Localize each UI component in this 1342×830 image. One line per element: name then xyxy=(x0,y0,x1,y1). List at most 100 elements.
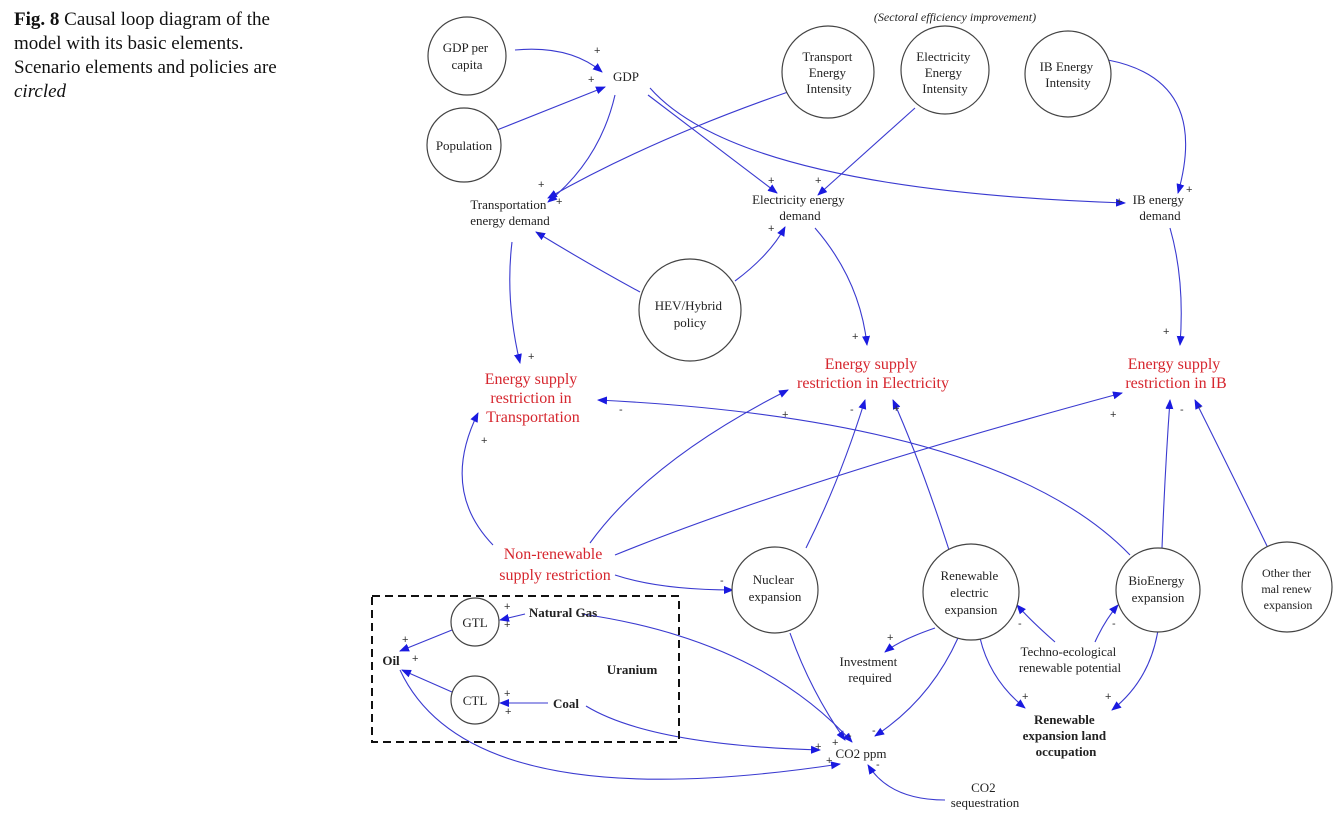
node-circle-population xyxy=(426,107,502,183)
polarity-sign: + xyxy=(1186,184,1192,196)
node-circle-ctl xyxy=(450,675,500,725)
polarity-sign: + xyxy=(1105,691,1111,703)
link-pop-gdp xyxy=(496,86,606,131)
restriction-ib-label: Energy supply restriction in IB xyxy=(1125,356,1226,392)
nuclear-label: Nuclear expansion xyxy=(749,572,802,604)
polarity-sign: + xyxy=(768,223,774,235)
link-ei-electricity xyxy=(817,107,916,196)
header-note: (Sectoral efficiency improvement) xyxy=(874,10,1036,24)
link-gtl-oil xyxy=(399,629,453,652)
ctl-label: CTL xyxy=(463,693,488,708)
polarity-sign: + xyxy=(852,331,858,343)
polarity-sign: + xyxy=(1022,691,1028,703)
polarity-sign: + xyxy=(815,175,821,187)
polarity-sign: - xyxy=(1198,401,1202,413)
polarity-sign: + xyxy=(504,688,510,700)
restriction-transport-label: Energy supply restriction in Transportat… xyxy=(485,371,582,426)
ib-intensity-label: IB Energy Intensity xyxy=(1040,59,1097,90)
population-label: Population xyxy=(436,138,493,153)
link-gdppc-gdp xyxy=(514,48,603,73)
polarity-sign: + xyxy=(505,706,511,718)
polarity-sign: + xyxy=(1163,326,1169,338)
caption-text: Causal loop diagram of the model with it… xyxy=(14,9,277,78)
node-circle-transport-intensity xyxy=(781,25,875,119)
polarity-sign: + xyxy=(815,741,821,753)
link-renew-co2 xyxy=(874,637,959,737)
polarity-sign: - xyxy=(872,725,876,737)
link-ctl-oil xyxy=(401,669,453,693)
link-gdp-transport xyxy=(547,94,616,203)
polarity-sign: + xyxy=(887,632,893,644)
link-renew-restr-e xyxy=(892,399,951,554)
polarity-sign: - xyxy=(850,404,854,416)
polarity-sign: - xyxy=(1018,618,1022,630)
node-circle-ib-intensity xyxy=(1024,30,1112,118)
link-nuclear-restr-e xyxy=(805,399,867,549)
co2-ppm-label: CO2 ppm xyxy=(836,746,887,761)
link-nuclear-co2 xyxy=(789,632,846,741)
ib-demand-label: IB energy demand xyxy=(1133,192,1188,223)
node-circle-renewable-electric xyxy=(922,543,1020,641)
polarity-sign: + xyxy=(768,175,774,187)
node-circle-electricity-intensity xyxy=(900,25,990,115)
link-seq-co2 xyxy=(867,764,946,801)
figure-label: Fig. 8 xyxy=(14,9,60,30)
investment-label: Investment required xyxy=(839,654,900,685)
node-circle-nuclear xyxy=(731,546,819,634)
electricity-intensity-label: Electricity Energy Intensity xyxy=(916,49,973,96)
link-gdp-electricity xyxy=(647,94,778,194)
polarity-sign: - xyxy=(848,730,852,742)
link-hev-transport xyxy=(535,231,641,293)
link-other-restr-ib xyxy=(1194,399,1269,549)
polarity-sign: + xyxy=(528,351,534,363)
link-oil-co2 xyxy=(399,669,841,780)
natural-gas-label: Natural Gas xyxy=(529,605,597,620)
polarity-sign: + xyxy=(826,755,832,767)
polarity-sign: + xyxy=(504,619,510,631)
polarity-signs: + + + + - + + + + + + + + + - + - + + - … xyxy=(402,45,1202,771)
causal-links xyxy=(399,48,1269,801)
land-occupation-label: Renewable expansion land occupation xyxy=(1023,712,1110,759)
figure-caption: Fig. 8 Causal loop diagram of the model … xyxy=(14,8,314,104)
node-circle-gtl xyxy=(450,597,500,647)
polarity-sign: + xyxy=(588,74,594,86)
link-ibd-restr xyxy=(1169,227,1185,346)
polarity-sign: + xyxy=(481,435,487,447)
uranium-label: Uranium xyxy=(607,662,658,677)
link-td-restr xyxy=(509,241,522,364)
link-nr-restr-t xyxy=(461,412,494,546)
other-thermal-label: Other ther mal renew expansion xyxy=(1261,566,1314,612)
fossil-resources-box xyxy=(371,595,680,743)
polarity-sign: + xyxy=(556,196,562,208)
polarity-sign: + xyxy=(594,45,600,57)
polarity-sign: + xyxy=(504,601,510,613)
oil-label: Oil xyxy=(382,653,400,668)
polarity-sign: + xyxy=(402,634,408,646)
polarity-sign: + xyxy=(538,179,544,191)
polarity-sign: - xyxy=(619,404,623,416)
hev-policy-label: HEV/Hybrid policy xyxy=(655,298,725,330)
link-gas-gtl xyxy=(499,613,526,622)
node-circle-hev-policy xyxy=(638,258,742,362)
polarity-sign: - xyxy=(720,575,724,587)
bioenergy-label: BioEnergy expansion xyxy=(1128,573,1187,605)
polarity-sign: - xyxy=(1112,618,1116,630)
link-gdp-ib xyxy=(649,87,1126,207)
renewable-electric-label: Renewable electric expansion xyxy=(940,568,1001,617)
link-ti-transport xyxy=(547,91,789,199)
coal-label: Coal xyxy=(553,696,579,711)
node-circle-gdp-per-capita xyxy=(427,16,507,96)
polarity-sign: - xyxy=(876,759,880,771)
link-renew-land xyxy=(979,637,1026,709)
transport-demand-label: Transportation energy demand xyxy=(470,197,550,228)
polarity-sign: - xyxy=(1180,404,1184,416)
transport-intensity-label: Transport Energy Intensity xyxy=(802,49,855,96)
co2-sequestration-label: CO2 sequestration xyxy=(951,780,1020,810)
polarity-sign: + xyxy=(1110,409,1116,421)
gtl-label: GTL xyxy=(462,615,487,630)
nonrenewable-restriction-label: Non-renewable supply restriction xyxy=(499,546,611,584)
restriction-electricity-label: Energy supply restriction in Electricity xyxy=(797,356,949,392)
link-ibi-ib xyxy=(1107,59,1187,194)
polarity-sign: + xyxy=(832,737,838,749)
